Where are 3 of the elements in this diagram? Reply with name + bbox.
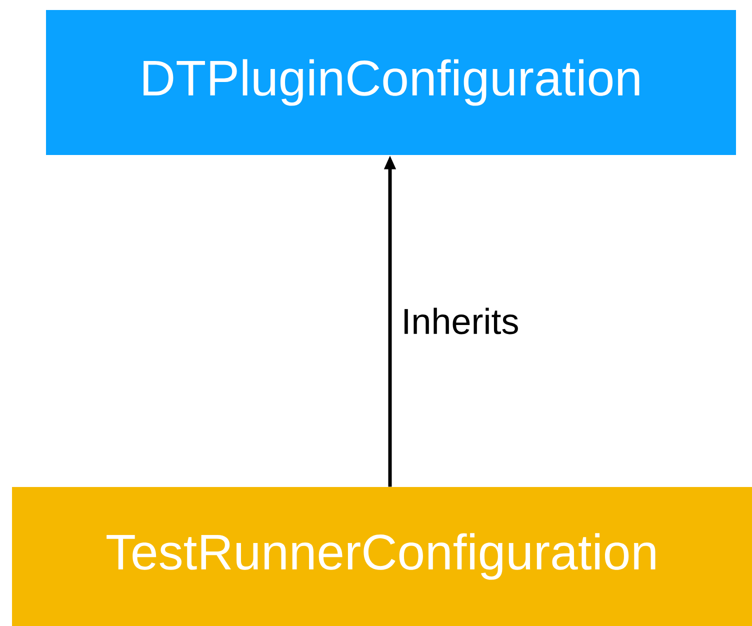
- edge-label: Inherits: [400, 306, 520, 336]
- class-box: DTPluginConfiguration: [46, 10, 736, 155]
- class-box: TestRunnerConfiguration: [12, 486, 752, 626]
